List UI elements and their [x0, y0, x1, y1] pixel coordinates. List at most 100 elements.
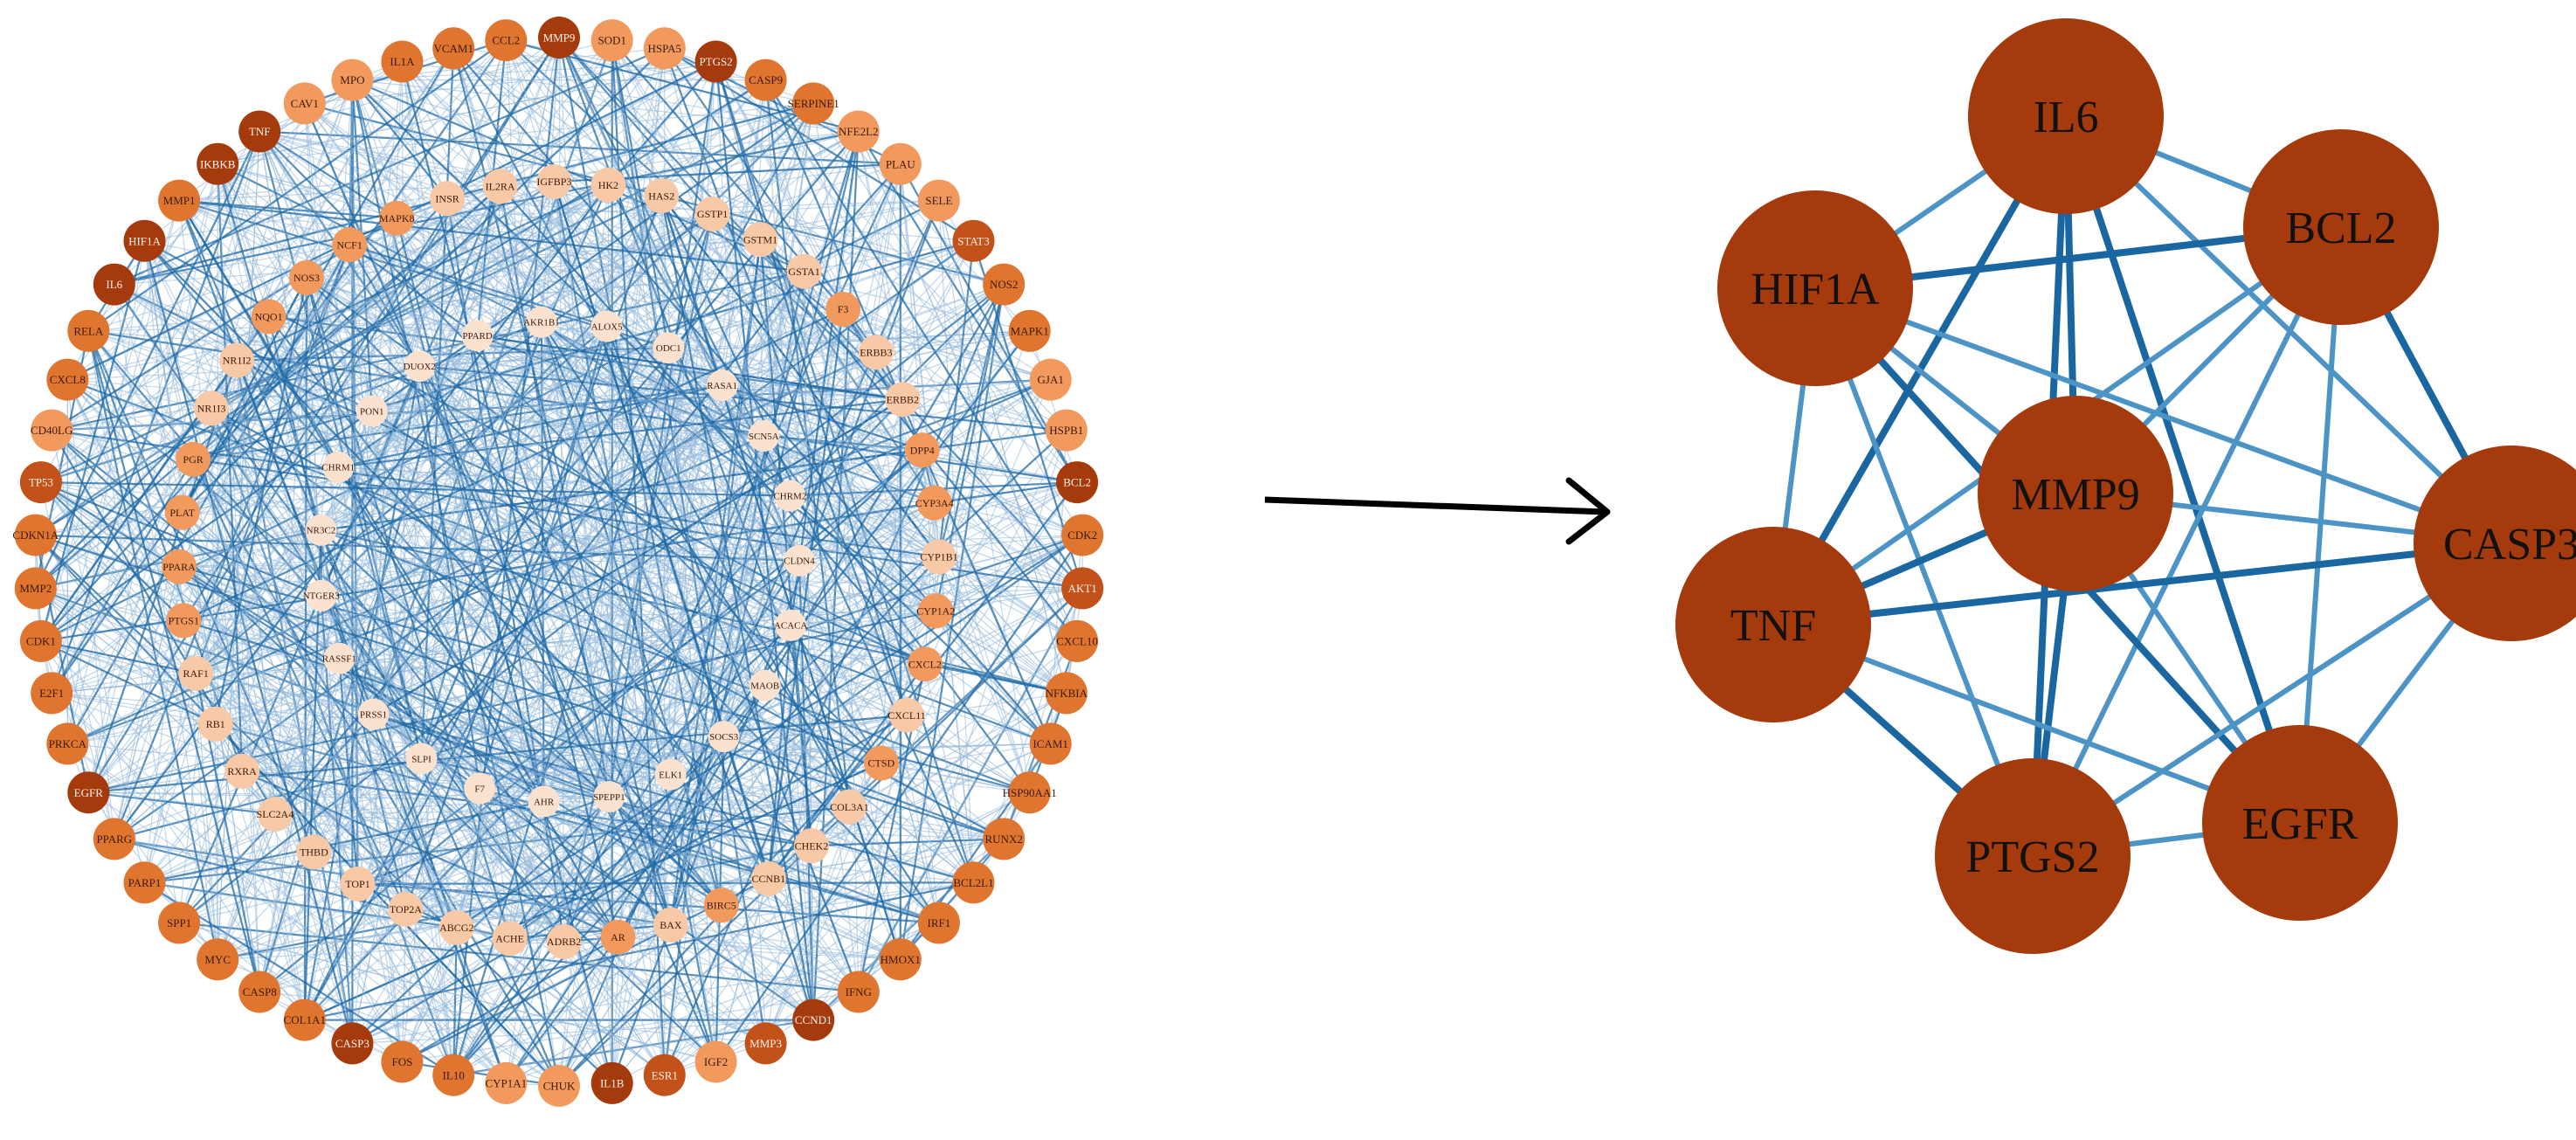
gene-node-label: HSPB1 [1049, 424, 1083, 437]
gene-node-hspb1: HSPB1 [1045, 409, 1088, 452]
network-edge [268, 316, 322, 596]
gene-node-label: BIRC5 [707, 900, 736, 912]
gene-node-circle [46, 358, 89, 401]
gene-node-label: BCL2L1 [953, 876, 993, 889]
gene-node-label: ACHE [495, 933, 524, 945]
gene-node-circle [643, 27, 686, 70]
gene-node-circle [774, 480, 806, 512]
gene-node-circle [283, 82, 326, 125]
network-edge [259, 130, 1051, 381]
network-edge [304, 103, 940, 923]
gene-node-label: SOD1 [597, 34, 626, 47]
gene-node-circle [197, 938, 239, 981]
gene-node-esr1: ESR1 [643, 1054, 686, 1096]
network-edge [611, 40, 722, 906]
network-edge [664, 556, 940, 1075]
network-edge [313, 852, 353, 1044]
gene-node-label: NQO1 [255, 311, 283, 323]
network-edge [508, 429, 1067, 940]
gene-node-circle [1008, 771, 1051, 814]
gene-node-circle [305, 514, 337, 546]
gene-node-circle [600, 919, 636, 955]
gene-node-circle [332, 227, 368, 263]
network-edge [236, 183, 609, 362]
gene-node-circle [464, 772, 496, 805]
network-edge [51, 61, 403, 694]
network-edge [306, 60, 716, 279]
gene-node-circle [356, 395, 388, 427]
gene-node-circle [775, 609, 807, 641]
gene-node-circle [296, 834, 332, 870]
network-edge [563, 941, 766, 1044]
gene-node-label: ALOX5 [591, 321, 624, 332]
gene-node-slc2a4: SLC2A4 [257, 797, 294, 832]
gene-node-circle [784, 544, 815, 577]
gene-node-cxcl2: CXCL2 [907, 646, 943, 682]
network-edge [66, 240, 146, 380]
gene-node-circle [694, 40, 737, 83]
gene-node-odc1: ODC1 [653, 332, 685, 364]
gene-node-label: CDK2 [1067, 529, 1097, 542]
core-edge-hif1a-ptgs2 [1813, 286, 2035, 859]
network-edge [196, 673, 1005, 839]
network-edge [405, 909, 901, 960]
gene-node-cxcl11: CXCL11 [887, 697, 926, 733]
gene-node-circle [238, 110, 281, 153]
core-node-label: EGFR [2242, 799, 2358, 849]
gene-node-label: HK2 [598, 179, 618, 191]
gene-node-label: NR3C2 [307, 526, 336, 536]
gene-node-label: CHEK2 [795, 839, 829, 852]
gene-node-nfkbia: NFKBIA [1046, 672, 1088, 715]
network-edge [420, 270, 805, 760]
gene-node-circle [257, 797, 293, 832]
gene-node-label: AKR1B1 [523, 318, 560, 328]
gene-node-label: NR1I3 [197, 403, 226, 415]
gene-node-circle [1045, 409, 1088, 452]
gene-node-label: CXCL2 [908, 658, 942, 670]
network-edge [456, 534, 1083, 929]
network-edge [500, 185, 1051, 381]
network-edge [938, 200, 1031, 793]
gene-node-circle [176, 441, 211, 477]
gene-node-circle [536, 164, 572, 199]
gene-node-slpi: SLPI [405, 743, 438, 775]
gene-node-ptgs2: PTGS2 [694, 40, 737, 83]
network-edge [404, 195, 663, 910]
network-edge [420, 48, 455, 759]
gene-node-circle [1008, 309, 1051, 352]
network-edge [349, 48, 454, 245]
network-edge [87, 163, 218, 793]
gene-node-label: FOS [391, 1055, 412, 1068]
gene-node-adrb2: ADRB2 [546, 924, 582, 959]
gene-node-circle [825, 292, 861, 327]
network-edge [218, 806, 850, 960]
network-edge [217, 163, 860, 992]
network-edge [553, 181, 672, 925]
network-edge [842, 163, 901, 310]
gene-node-circle [404, 350, 436, 383]
gene-node-circle [197, 706, 233, 742]
network-edge [767, 308, 845, 880]
network-edge [88, 271, 805, 332]
gene-node-circle [219, 342, 255, 378]
network-edge [811, 838, 1005, 847]
network-edge [87, 620, 184, 793]
gene-node-ptgs1: PTGS1 [166, 603, 202, 639]
gene-node-circle [786, 253, 822, 289]
network-edge [114, 838, 901, 960]
core-node-label: IL6 [2033, 93, 2098, 142]
gene-node-mmp2: MMP2 [14, 567, 57, 610]
network-edge [875, 352, 1031, 793]
core-node-egfr: EGFR [2202, 725, 2398, 921]
gene-node-circle [837, 971, 880, 1013]
gene-node-label: TNF [249, 125, 271, 138]
gene-node-label: CYP1A2 [916, 605, 955, 618]
gene-node-circle [654, 758, 687, 791]
gene-node-label: IL1B [600, 1077, 625, 1090]
gene-node-circle [952, 861, 995, 904]
gene-node-label: MAOB [750, 681, 779, 692]
gene-node-label: SERPINE1 [788, 97, 839, 110]
network-edge [558, 37, 613, 1083]
gene-node-dpp4: DPP4 [904, 432, 940, 468]
core-node-tnf: TNF [1675, 527, 1871, 722]
